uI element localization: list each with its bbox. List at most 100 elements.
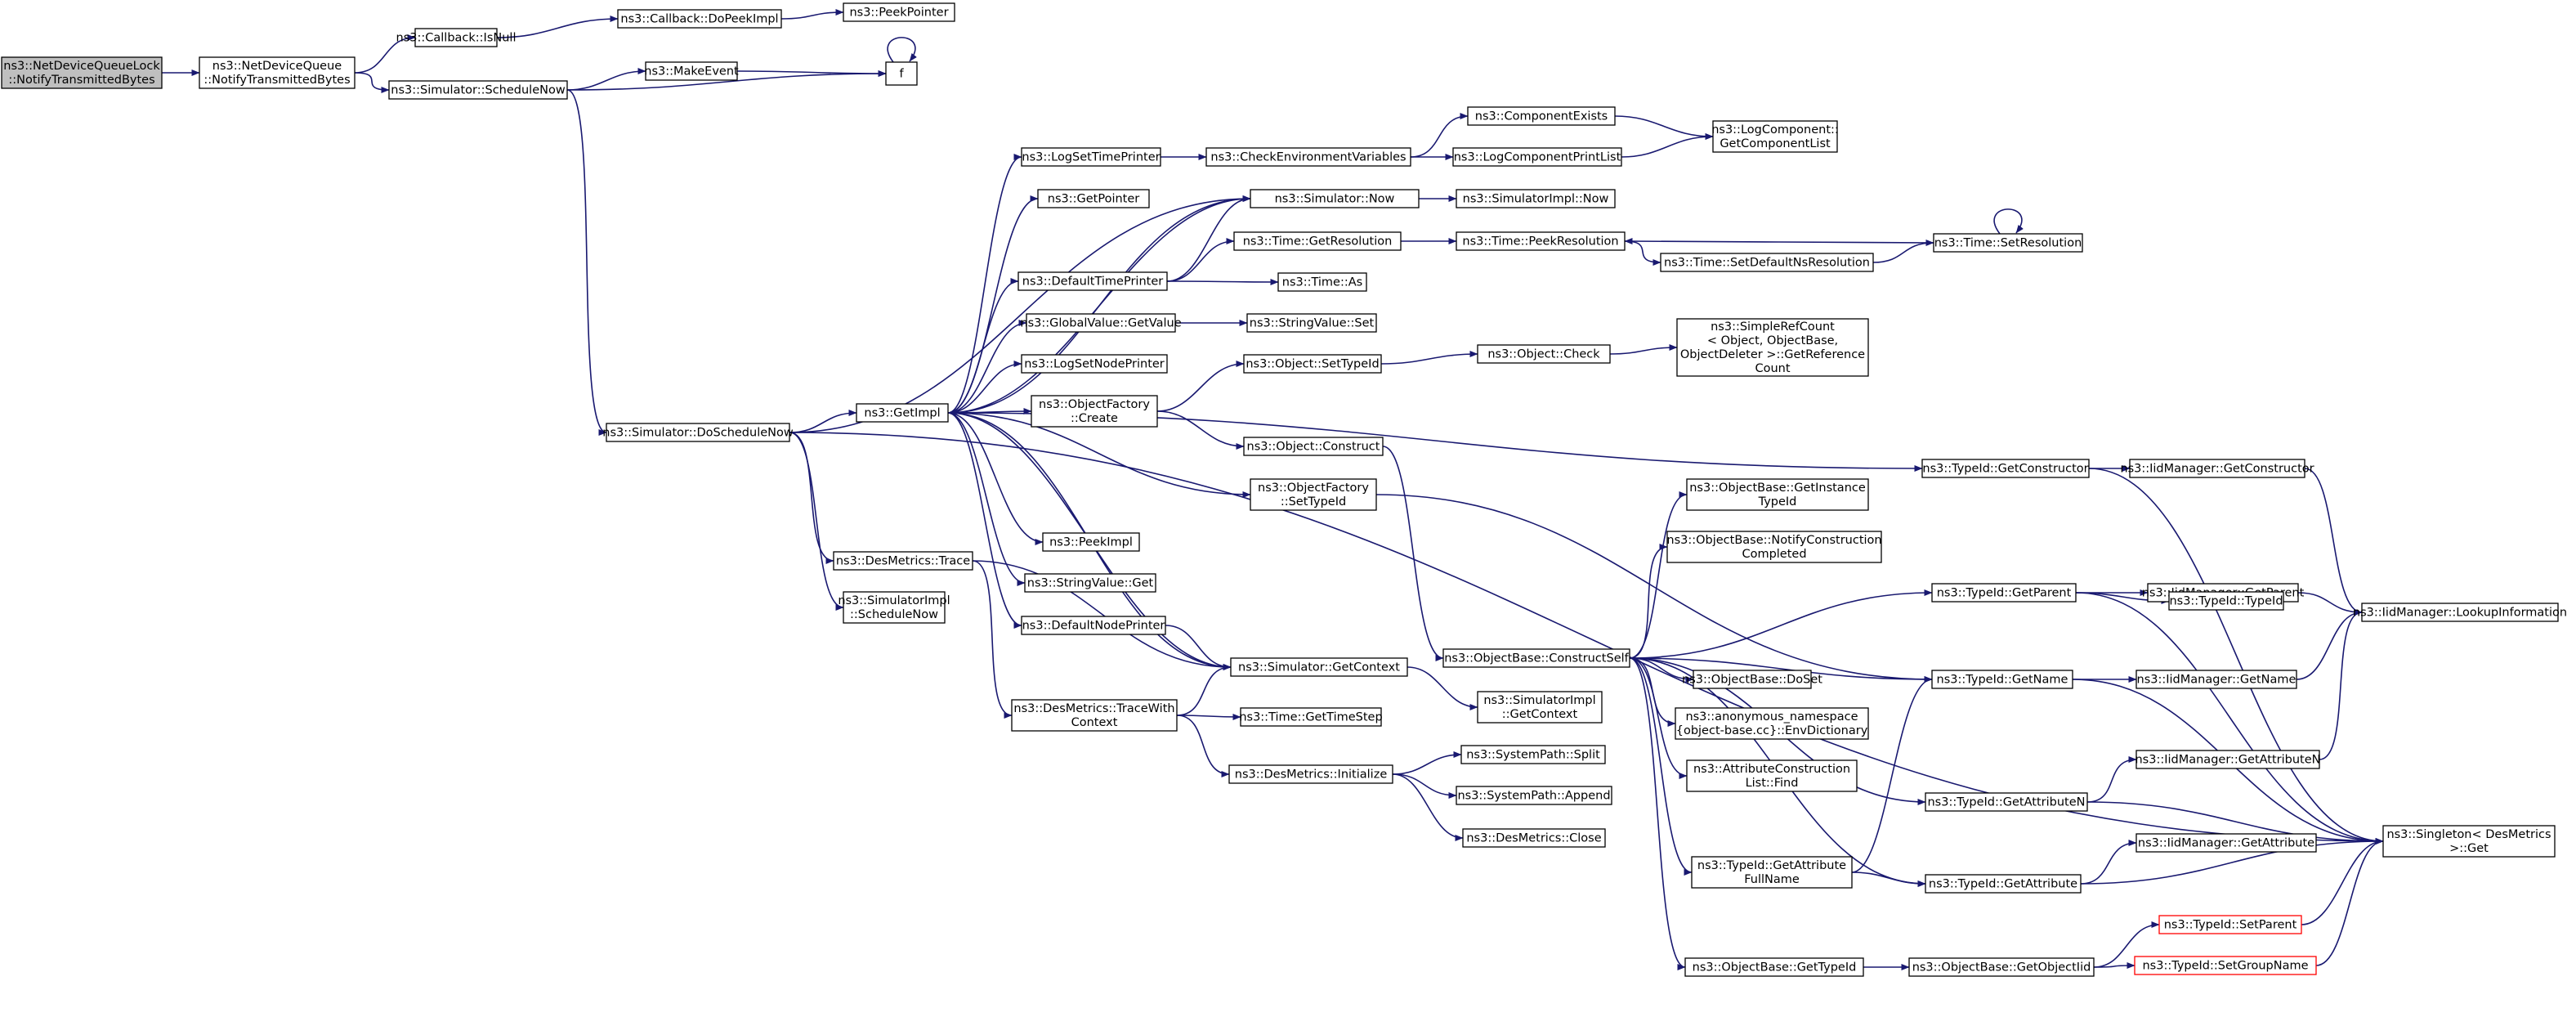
edge-deftimeprinter-to-timegetres [1166,238,1235,282]
node-peekptr[interactable]: ns3::PeekPointer [843,2,955,22]
node-objfactsettypeid[interactable]: ns3::ObjectFactory::SetTypeId [1250,478,1377,511]
node-getimpl[interactable]: ns3::GetImpl [856,403,949,423]
node-box [1250,189,1420,208]
node-tidgetattr[interactable]: ns3::TypeId::GetAttribute [1925,874,2082,894]
node-label: ns3::SimpleRefCount [1711,320,1835,334]
node-tidtypeid[interactable]: ns3::TypeId::TypeId [2168,591,2284,611]
node-box [1460,745,1606,764]
node-logsettime[interactable]: ns3::LogSetTimePrinter [1021,147,1161,167]
node-timesetdefns[interactable]: ns3::Time::SetDefaultNsResolution [1660,253,1874,272]
edge-schednow-to-makeevent [566,68,646,91]
node-simnow[interactable]: ns3::Simulator::Now [1250,189,1420,208]
node-label: {object-base.cc}::EnvDictionary [1676,724,1868,737]
node-defnodeprinter[interactable]: ns3::DefaultNodePrinter [1021,616,1166,635]
node-svset[interactable]: ns3::StringValue::Set [1246,313,1377,333]
node-logcompprint[interactable]: ns3::LogComponentPrintList [1452,147,1622,167]
node-isnull[interactable]: ns3::Callback::IsNull [396,28,517,47]
node-desclose[interactable]: ns3::DesMetrics::Close [1462,828,1606,848]
node-tidsetparent[interactable]: ns3::TypeId::SetParent [2158,915,2302,934]
node-timegetstep[interactable]: ns3::Time::GetTimeStep [1239,707,1383,727]
node-objcheck[interactable]: ns3::Object::Check [1477,344,1611,364]
edge-getimpl-to-defnodeprinter [947,412,1022,629]
node-svget[interactable]: ns3::StringValue::Get [1024,573,1156,593]
node-typeidgetctor[interactable]: ns3::TypeId::GetConstructor [1921,459,2090,478]
node-box [1675,707,1869,740]
node-obconstructself[interactable]: ns3::ObjectBase::ConstructSelf [1442,648,1630,668]
node-obdoset[interactable]: ns3::ObjectBase::DoSet [1682,670,1822,689]
node-singleton[interactable]: ns3::Singleton< DesMetrics>::Get [2382,825,2556,858]
node-simimplnow[interactable]: ns3::SimulatorImpl::Now [1456,189,1616,208]
node-label: ns3::Simulator::Now [1275,193,1395,206]
node-doschednow[interactable]: ns3::Simulator::DoScheduleNow [602,423,794,442]
node-makeevent[interactable]: ns3::MakeEvent [644,61,739,81]
node-iidgetattr[interactable]: ns3::IidManager::GetAttribute [2135,833,2317,853]
edge-tidgetparent-to-singleton [2075,592,2384,845]
node-objsettypeid[interactable]: ns3::Object::SetTypeId [1243,354,1382,374]
node-schednow[interactable]: ns3::Simulator::ScheduleNow [388,80,568,100]
node-logsetnode[interactable]: ns3::LogSetNodePrinter [1021,354,1168,374]
node-tidgetattrn[interactable]: ns3::TypeId::GetAttributeN [1925,792,2088,812]
node-timeas[interactable]: ns3::Time::As [1277,272,1367,292]
node-tidgetparent[interactable]: ns3::TypeId::GetParent [1931,583,2077,603]
node-label: ns3::DesMetrics::Trace [836,555,970,568]
node-label: ns3::LogSetTimePrinter [1022,151,1160,164]
node-box [1925,874,2082,894]
node-label: ns3::CheckEnvironmentVariables [1210,151,1406,164]
node-deftimeprinter[interactable]: ns3::DefaultTimePrinter [1017,271,1168,291]
node-objconstruct[interactable]: ns3::Object::Construct [1243,437,1384,456]
node-obgettypeid[interactable]: ns3::ObjectBase::GetTypeId [1684,957,1864,977]
node-label: ns3::DesMetrics::Close [1466,832,1601,845]
node-root[interactable]: ns3::NetDeviceQueueLock::NotifyTransmitt… [1,56,163,89]
node-dopeek[interactable]: ns3::Callback::DoPeekImpl [617,9,782,29]
node-compexists[interactable]: ns3::ComponentExists [1467,106,1616,126]
node-box [2361,603,2559,622]
node-label: Context [1071,716,1118,729]
node-label: ns3::Callback::IsNull [396,32,517,45]
node-tidgetname[interactable]: ns3::TypeId::GetName [1931,670,2073,689]
edge-doschednow-to-simnow [789,195,1251,433]
node-label: Completed [1742,548,1806,561]
node-simimplschednow[interactable]: ns3::SimulatorImpl::ScheduleNow [838,591,950,624]
edge-schednow-to-doschednow [566,89,607,436]
edge-isnull-to-dopeek [496,16,619,38]
node-anonenv[interactable]: ns3::anonymous_namespace{object-base.cc}… [1675,707,1869,740]
edge-objfactcreate-to-objconstruct [1156,410,1245,450]
edge-getimpl-to-gvgetvalue [947,320,1027,414]
node-peekimpl[interactable]: ns3::PeekImpl [1042,532,1140,552]
edge-deftimeprinter-to-simnow [1166,195,1251,282]
node-timegetres[interactable]: ns3::Time::GetResolution [1233,231,1402,251]
node-ndq[interactable]: ns3::NetDeviceQueue::NotifyTransmittedBy… [199,56,356,89]
node-logcomplist[interactable]: ns3::LogComponent::GetComponentList [1711,120,1839,153]
node-simplerefcount[interactable]: ns3::SimpleRefCount< Object, ObjectBase,… [1676,318,1869,377]
node-objfactcreate[interactable]: ns3::ObjectFactory::Create [1031,395,1158,428]
node-spsplit[interactable]: ns3::SystemPath::Split [1460,745,1606,764]
node-label: ns3::GetPointer [1048,193,1140,206]
node-obnotify[interactable]: ns3::ObjectBase::NotifyConstructionCompl… [1666,531,1882,563]
node-tidsetgroup[interactable]: ns3::TypeId::SetGroupName [2134,956,2317,975]
node-box [606,423,790,442]
node-spappend[interactable]: ns3::SystemPath::Append [1456,786,1612,805]
node-destrace[interactable]: ns3::DesMetrics::Trace [833,551,973,571]
node-desinit[interactable]: ns3::DesMetrics::Initialize [1228,764,1393,784]
node-simimplgetctx[interactable]: ns3::SimulatorImpl::GetContext [1477,691,1603,724]
node-box [1233,231,1402,251]
node-timesetres[interactable]: ns3::Time::SetResolution [1933,233,2083,253]
node-label: ::NotifyTransmittedBytes [8,74,154,87]
node-simgetctx[interactable]: ns3::Simulator::GetContext [1230,657,1408,677]
node-f[interactable]: f [885,61,918,86]
node-iidlookup[interactable]: ns3::IidManager::LookupInformation [2353,603,2567,622]
node-getpointer[interactable]: ns3::GetPointer [1037,189,1150,208]
node-gvgetvalue[interactable]: ns3::GlobalValue::GetValue [1020,313,1182,333]
node-checkenv[interactable]: ns3::CheckEnvironmentVariables [1205,147,1411,167]
node-obgetobjectiid[interactable]: ns3::ObjectBase::GetObjectIid [1908,957,2095,977]
node-timepeekres[interactable]: ns3::Time::PeekResolution [1456,231,1626,251]
node-label: ns3::anonymous_namespace [1685,710,1858,724]
node-iidgetattrn[interactable]: ns3::IidManager::GetAttributeN [2135,750,2321,769]
node-iidgetname[interactable]: ns3::IidManager::GetName [2135,670,2297,689]
node-iidgetctor[interactable]: ns3::IidManager::GetConstructor [2120,459,2314,478]
edge-obconstructself-to-attrfind [1629,657,1688,779]
